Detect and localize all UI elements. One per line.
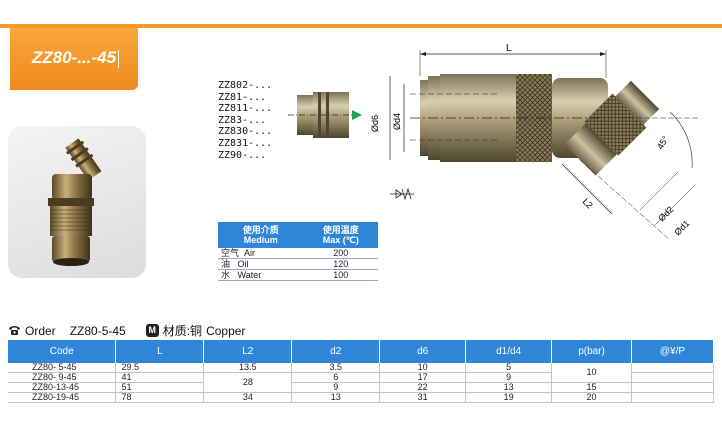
table-row: ZZ80-19-45 78 34 13 31 19 20: [8, 392, 714, 403]
L2-cell: 13.5: [203, 362, 293, 373]
d2-cell: 3.5: [291, 362, 381, 373]
price-cell: [631, 362, 714, 373]
model-item: ZZ802-...: [218, 80, 273, 91]
temperature-cell: 100: [303, 269, 378, 281]
medium-cell: 空气 Air: [218, 248, 304, 259]
L-cell: 41: [115, 372, 205, 383]
table-row: 油 Oil 120: [218, 258, 378, 270]
code-cell: ZZ80- 5-45: [8, 362, 117, 373]
column-header-code: Code: [8, 340, 117, 363]
dim-label-L2: L2: [581, 196, 595, 210]
table-row: ZZ80-13-45 51 9 22 13 15: [8, 382, 714, 393]
dim-label-L: L: [506, 43, 512, 54]
dim-label-d1: Ød1: [672, 218, 691, 237]
model-item: ZZ90-...: [218, 149, 267, 161]
model-list: ZZ802-... ZZ81-... ZZ811-... ZZ83-... ZZ…: [218, 80, 272, 161]
L2-cell: 28: [203, 372, 293, 393]
d1d4-cell: 5: [465, 362, 553, 373]
insert-arrow-icon: [352, 110, 362, 120]
material-english: Copper: [206, 323, 246, 338]
L2-cell: 34: [203, 392, 293, 403]
d6-cell: 22: [379, 382, 467, 393]
table-row: ZZ80- 9-45 41 28 6 17 9: [8, 372, 714, 393]
medium-temperature-table: 使用介质 Medium 使用温度 Max (℃) 空气 Air 200 油 Oi…: [218, 222, 378, 281]
dim-label-d4: Ød4: [392, 113, 402, 130]
table-row: 水 Water 100: [218, 269, 378, 281]
material-icon: M: [145, 324, 159, 337]
code-cell: ZZ80-19-45: [8, 392, 117, 403]
price-cell: [631, 372, 714, 383]
order-label: Order: [25, 323, 56, 338]
product-title-tab: ZZ80-...-45: [10, 28, 138, 90]
d2-cell: 6: [291, 372, 381, 383]
product-title: ZZ80-...-45: [32, 48, 117, 67]
pressure-cell: 15: [551, 382, 632, 393]
temperature-cell: 120: [303, 258, 378, 270]
d2-cell: 9: [291, 382, 381, 393]
column-header-L: L: [115, 340, 205, 363]
d2-cell: 13: [291, 392, 381, 403]
column-header-d6: d6: [379, 340, 467, 363]
dim-label-angle: 45°: [655, 134, 671, 151]
code-cell: ZZ80- 9-45: [8, 372, 117, 383]
column-header-d1d4: d1/d4: [465, 340, 553, 363]
table-header-row: Code L L2 d2 d6 d1/d4 p(bar) @¥/P: [8, 340, 714, 363]
pressure-cell: 20: [551, 392, 632, 403]
product-photo: [8, 126, 146, 278]
column-header-price: @¥/P: [631, 340, 714, 363]
angle-arc: [669, 111, 693, 169]
temperature-header: 使用温度 Max (℃): [303, 222, 378, 248]
L-cell: 78: [115, 392, 205, 403]
temperature-cell: 200: [303, 248, 378, 259]
order-line: Order ZZ80-5-45 M 材质:铜 Copper: [8, 322, 245, 339]
d1d4-cell: 19: [465, 392, 553, 403]
model-item: ZZ811-...: [218, 103, 273, 115]
material-label: 材质:铜: [162, 324, 203, 338]
L-cell: 29.5: [115, 362, 205, 373]
technical-drawing: L Ød6 Ød4 45° L2 Ød2 Ød1: [288, 43, 700, 241]
column-header-L2: L2: [203, 340, 293, 363]
dim-label-d6: Ød6: [370, 115, 380, 132]
model-item: ZZ830-...: [218, 126, 273, 138]
price-cell: [631, 392, 714, 403]
d1d4-cell: 9: [465, 372, 553, 383]
medium-header: 使用介质 Medium: [218, 222, 304, 248]
d1d4-cell: 13: [465, 382, 553, 393]
angled-outlet: [564, 80, 660, 176]
text-caret: [118, 49, 120, 68]
valve-symbol-icon: [390, 187, 414, 201]
order-code: ZZ80-5-45: [69, 323, 126, 338]
price-cell: [631, 382, 714, 393]
column-header-pressure: p(bar): [551, 340, 632, 363]
d6-cell: 10: [379, 362, 467, 373]
model-item: ZZ831-...: [218, 137, 273, 149]
specification-table: Code L L2 d2 d6 d1/d4 p(bar) @¥/P ZZ80- …: [8, 340, 714, 403]
column-header-d2: d2: [291, 340, 381, 363]
pressure-cell: 10: [551, 362, 632, 383]
phone-icon: [9, 326, 20, 335]
top-accent-bar: [0, 24, 722, 28]
model-item: ZZ81-...: [218, 91, 267, 103]
L-cell: 51: [115, 382, 205, 393]
model-item: ZZ83-...: [218, 114, 267, 126]
medium-cell: 油 Oil: [218, 258, 304, 270]
coupling-photo-illustration: [48, 138, 102, 266]
d6-cell: 31: [379, 392, 467, 403]
code-cell: ZZ80-13-45: [8, 382, 117, 393]
dimension-line-L2: [561, 163, 613, 215]
table-row: ZZ80- 5-45 29.5 13.5 3.5 10 5 10: [8, 362, 714, 383]
table-row: 空气 Air 200: [218, 248, 378, 259]
d6-cell: 17: [379, 372, 467, 383]
medium-cell: 水 Water: [218, 269, 304, 281]
